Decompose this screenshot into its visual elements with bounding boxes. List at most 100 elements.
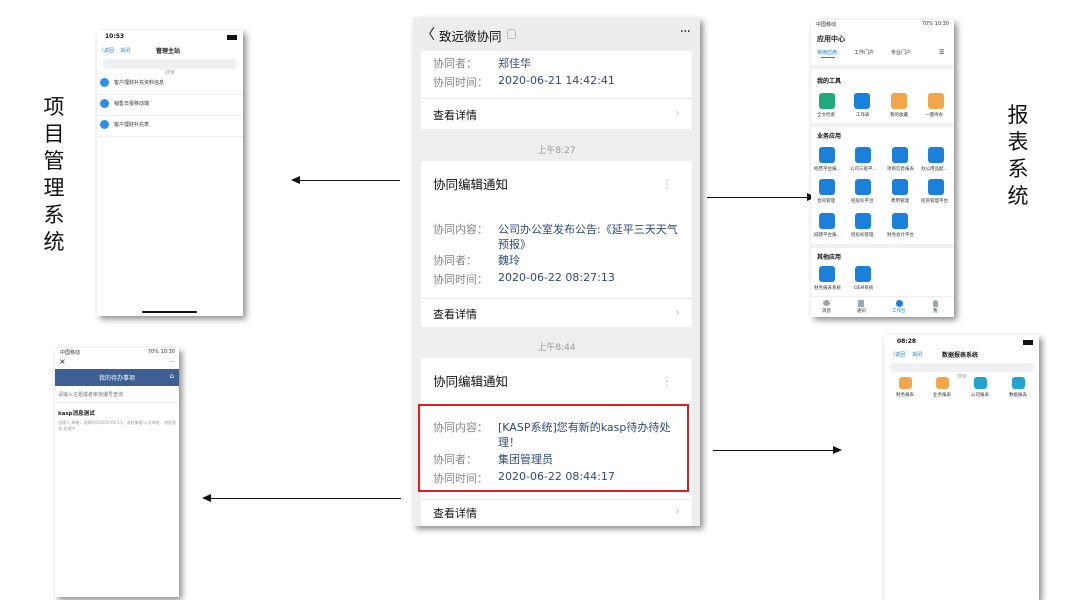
section-separator xyxy=(811,65,954,69)
back-link[interactable]: 〈返回 xyxy=(99,48,115,54)
list-item[interactable]: 客户理财补充资料信息 xyxy=(97,74,243,95)
app-label: 招投标管理 xyxy=(851,233,874,238)
time-label: 协同时间： xyxy=(433,472,488,485)
section-title-tools: 我的工具 xyxy=(817,78,842,85)
view-details-link[interactable]: 查看详情 xyxy=(433,507,477,520)
search-input[interactable]: 请输入主题或者审批编号查询 xyxy=(55,386,179,403)
collaborator-value: 集团管理员 xyxy=(498,453,553,466)
todo-item-title[interactable]: kasp消息测试 xyxy=(58,411,95,417)
card-title: 协同编辑通知 xyxy=(433,177,509,192)
app-label: 招商管理平台 xyxy=(921,199,948,204)
report-icon[interactable] xyxy=(1012,377,1025,389)
card-title: 协同编辑通知 xyxy=(433,374,509,389)
app-label: 财务报表系统 xyxy=(814,286,841,291)
search-input[interactable]: 搜索 xyxy=(890,363,1034,380)
tab-pro-portal[interactable]: 专业门户 xyxy=(891,50,912,56)
app-label: 城建平台报... xyxy=(814,233,841,238)
search-tool-icon[interactable] xyxy=(819,93,835,109)
home-indicator xyxy=(142,311,197,313)
app-icon[interactable] xyxy=(819,213,835,229)
app-label: 办公用品配... xyxy=(921,167,948,172)
report-icon[interactable] xyxy=(974,377,987,389)
search-placeholder: 搜索 xyxy=(956,374,967,380)
list-item[interactable]: 客户理财补充表 xyxy=(97,116,243,137)
todo-item-desc: 创建人:周敏，创建时间2020-06-17，流程单据:公文审批，流程状态:处理中 xyxy=(58,420,176,431)
status-time: 10:53 xyxy=(105,33,125,40)
app-icon[interactable] xyxy=(855,179,871,195)
app-icon[interactable] xyxy=(892,213,908,229)
list-menu-icon[interactable]: ☰ xyxy=(939,49,945,56)
timestamp-divider: 上午8:44 xyxy=(537,343,576,353)
time-label: 协同时间： xyxy=(433,76,488,89)
contacts-nav-icon[interactable] xyxy=(858,300,864,307)
content-value-line2: 理！ xyxy=(498,436,520,449)
tab-work-portal[interactable]: 工作门户 xyxy=(854,50,875,56)
ring-icon xyxy=(507,29,516,39)
folder-icon[interactable] xyxy=(899,377,912,389)
list-item[interactable]: 销售日报移动端 xyxy=(97,95,243,116)
home-icon[interactable]: ⌂ xyxy=(169,372,174,380)
kebab-menu-icon[interactable]: ··· xyxy=(665,174,669,195)
collaborator-value: 魏玲 xyxy=(498,254,520,267)
section-title-business: 业务应用 xyxy=(817,133,842,140)
content-value-line2: 预报》 xyxy=(498,238,531,251)
time-value: 2020-06-21 14:42:41 xyxy=(498,74,615,87)
card-divider xyxy=(421,499,692,500)
app-icon[interactable] xyxy=(855,147,871,163)
project-management-label: 项目管理系统 xyxy=(43,95,65,254)
app-icon[interactable] xyxy=(928,147,944,163)
nav-label: 我 xyxy=(933,309,938,314)
worksheet-icon[interactable] xyxy=(854,93,870,109)
list-item-label: 客户理财补充表 xyxy=(114,122,150,128)
arrow-to-report-system xyxy=(707,193,816,201)
app-label: 公司三级平... xyxy=(850,167,877,172)
kebab-menu-icon[interactable]: ··· xyxy=(665,371,669,392)
app-icon[interactable] xyxy=(855,213,871,229)
app-icon[interactable] xyxy=(819,266,835,282)
close-icon[interactable]: × xyxy=(59,357,66,366)
app-icon[interactable] xyxy=(892,179,908,195)
tab-active-underline xyxy=(821,57,835,58)
app-icon[interactable] xyxy=(892,147,908,163)
search-input[interactable]: 搜索 xyxy=(102,59,238,76)
tab-common[interactable]: 常用应用 xyxy=(817,50,838,56)
app-icon[interactable] xyxy=(928,179,944,195)
view-details-link[interactable]: 查看详情 xyxy=(433,308,477,321)
timestamp-divider: 上午8:27 xyxy=(537,146,576,156)
app-label: 招投标平台 xyxy=(851,199,874,204)
folder-icon[interactable] xyxy=(936,377,949,389)
more-menu-icon[interactable]: ··· xyxy=(169,359,174,365)
nav-label: 工作台 xyxy=(892,309,906,314)
app-label: 合同管理 xyxy=(817,199,835,204)
page-title: 数据报表系统 xyxy=(942,352,979,359)
nav-label: 通讯 xyxy=(857,309,866,314)
message-nav-icon[interactable] xyxy=(823,300,830,306)
todo-icon[interactable] xyxy=(928,93,944,109)
report-label: 数据报表 xyxy=(1009,393,1027,398)
app-icon[interactable] xyxy=(819,179,835,195)
card-divider xyxy=(421,98,692,99)
app-icon[interactable] xyxy=(819,147,835,163)
search-placeholder: 搜索 xyxy=(164,70,175,76)
back-icon[interactable]: 〈 xyxy=(421,27,435,43)
arrow-to-project-management xyxy=(291,176,400,184)
doc-icon xyxy=(100,120,109,129)
list-item-label: 客户理财补充资料信息 xyxy=(114,80,165,86)
chevron-right-icon: › xyxy=(675,305,680,319)
close-link[interactable]: 关闭 xyxy=(912,352,923,358)
nav-label: 消息 xyxy=(822,309,831,314)
app-center-phone: 中国移动 70% 10:30 应用中心 常用应用 工作门户 专业门户 ☰ 我的工… xyxy=(811,20,954,317)
content-label: 协同内容： xyxy=(433,223,488,236)
back-link[interactable]: 〈返回 xyxy=(890,352,906,358)
close-link[interactable]: 关闭 xyxy=(120,48,131,54)
star-icon[interactable] xyxy=(891,93,907,109)
view-details-link[interactable]: 查看详情 xyxy=(433,109,477,122)
data-report-phone: 08:28 〈返回 关闭 数据报表系统 搜索 财务报表 业务报表 公司报表 数据… xyxy=(884,335,1039,600)
page-title: 管理主站 xyxy=(156,48,181,55)
app-icon[interactable] xyxy=(855,266,871,282)
profile-nav-icon[interactable] xyxy=(933,300,938,307)
status-left: 中国移动 xyxy=(60,350,81,356)
more-menu-icon[interactable]: ··· xyxy=(679,24,691,40)
status-time: 08:28 xyxy=(897,338,917,345)
workbench-nav-icon[interactable] xyxy=(896,300,903,307)
